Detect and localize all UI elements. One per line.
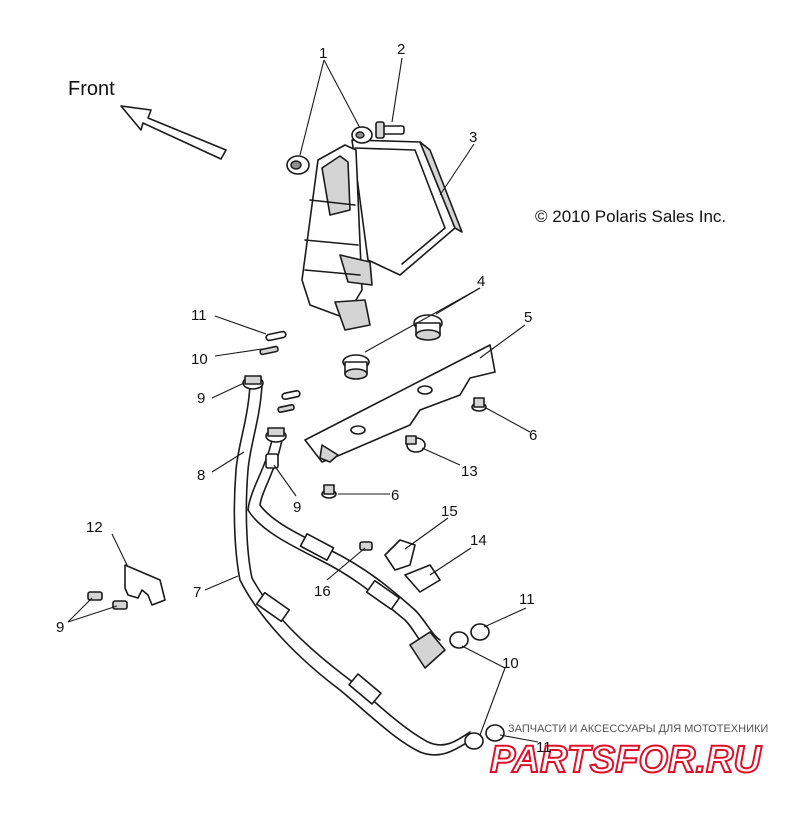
callouts: 1 2 3 4 5 6 6 7 8 9 9 9 10 10 11 11 12 1…: [56, 41, 537, 672]
watermark-tagline: ЗАПЧАСТИ И АКСЕССУАРЫ ДЛЯ МОТОТЕХНИКИ: [508, 723, 768, 735]
fitting-9-small: [265, 453, 279, 469]
hose-8: [247, 439, 446, 669]
callout-8: 8: [197, 467, 205, 484]
hose-7: [233, 384, 471, 756]
watermark: ЗАПЧАСТИ И АКСЕССУАРЫ ДЛЯ МОТОТЕХНИКИ PA…: [489, 723, 768, 782]
callout-9-upper: 9: [197, 390, 205, 407]
callout-2: 2: [397, 41, 405, 58]
screw-16: [359, 541, 373, 551]
fitting-lower: [265, 427, 287, 443]
bolt-bracket-lower: [321, 484, 337, 499]
callout-4: 4: [477, 273, 485, 290]
mounting-plate: [124, 564, 166, 606]
grommet-top-left: [286, 155, 310, 175]
callout-1: 1: [319, 45, 327, 62]
bolt-top: [375, 121, 405, 139]
o-ring-11-lower: [485, 724, 505, 742]
callout-7: 7: [193, 584, 201, 601]
callout-6-right: 6: [529, 427, 537, 444]
callout-10-upper: 10: [191, 351, 208, 368]
callout-11-upper: 11: [191, 307, 207, 324]
leader-lines: [67, 57, 539, 743]
screw-left-a: [87, 591, 103, 601]
bolt-bracket-right: [471, 397, 487, 412]
callout-11-lower: 11: [536, 739, 552, 756]
o-ring-small-d: [277, 403, 295, 414]
callout-15: 15: [441, 503, 458, 520]
callout-11-right: 11: [519, 591, 535, 608]
copyright-text: © 2010 Polaris Sales Inc.: [535, 207, 726, 226]
oil-cooler: [301, 139, 463, 331]
front-label: Front: [68, 78, 115, 100]
callout-6-lower: 6: [391, 487, 399, 504]
callout-10-lower: 10: [502, 655, 519, 672]
front-arrow: [120, 105, 227, 160]
callout-3: 3: [469, 129, 477, 146]
clamp-13: [405, 435, 426, 453]
o-ring-10-upper: [449, 631, 469, 649]
callout-5: 5: [524, 309, 532, 326]
o-ring-11-upper: [470, 623, 490, 641]
callout-16: 16: [314, 583, 331, 600]
rubber-mount-left: [342, 354, 370, 380]
callout-9-middle: 9: [293, 499, 301, 516]
callout-13: 13: [461, 463, 478, 480]
rubber-mount-right: [413, 314, 443, 341]
o-ring-small-c: [281, 389, 301, 401]
fitting-upper: [242, 375, 264, 390]
clamp-14: [404, 564, 441, 593]
screw-left-b: [112, 600, 128, 610]
grommet-top-right: [351, 126, 373, 144]
watermark-logo: PARTSFOR.RU: [490, 739, 762, 781]
callout-9-left: 9: [56, 619, 64, 636]
o-ring-small-a: [265, 330, 287, 342]
callout-14: 14: [470, 532, 487, 549]
o-ring-10-lower: [464, 732, 484, 750]
o-ring-small-b: [259, 345, 279, 356]
mounting-bracket: [304, 344, 496, 463]
callout-12: 12: [86, 519, 103, 536]
